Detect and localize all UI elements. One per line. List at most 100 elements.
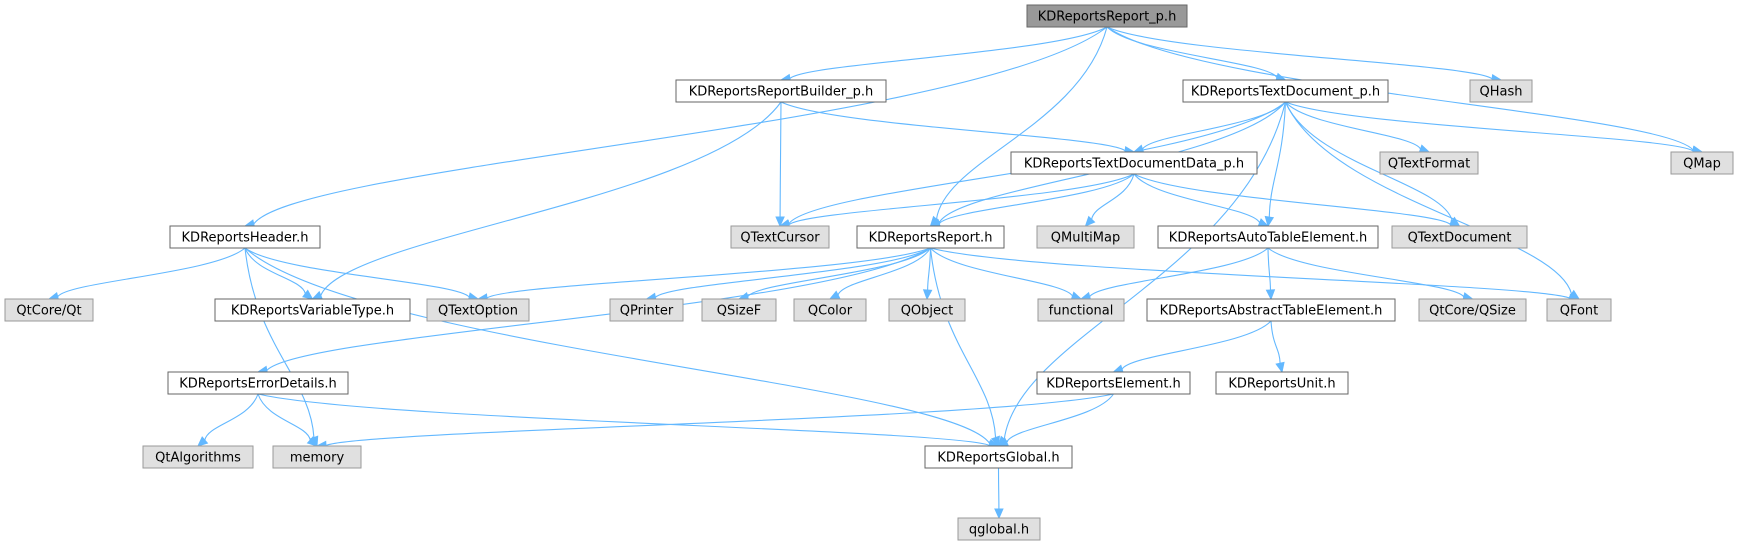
edge-arrowhead xyxy=(311,290,324,300)
edge-arrowhead xyxy=(994,508,1004,520)
edge-line xyxy=(1091,173,1135,220)
edge-header-to-qtcoreqt xyxy=(47,247,246,302)
node-qhash: QHash xyxy=(1469,79,1533,103)
node-global[interactable]: KDReportsGlobal.h xyxy=(924,445,1073,469)
edge-arrowhead xyxy=(990,435,1000,448)
node-label: KDReportsErrorDetails.h xyxy=(179,377,337,392)
edge-line xyxy=(1106,26,1493,80)
node-box xyxy=(856,225,1005,249)
node-label: QtCore/QSize xyxy=(1429,304,1516,319)
edge-textdocdata-to-autotable xyxy=(1133,173,1270,228)
node-header[interactable]: KDReportsHeader.h xyxy=(169,225,321,249)
edge-line xyxy=(788,173,1135,226)
node-box xyxy=(1670,151,1734,175)
node-box xyxy=(214,298,411,322)
edge-line xyxy=(935,26,1108,220)
edge-line xyxy=(244,247,315,438)
node-autotable[interactable]: KDReportsAutoTableElement.h xyxy=(1157,225,1379,249)
node-variabletype[interactable]: KDReportsVariableType.h xyxy=(214,298,411,322)
edge-line xyxy=(1267,247,1465,298)
edge-arrowhead xyxy=(197,436,209,447)
edge-textdocp-to-qmap xyxy=(1285,101,1704,156)
node-box xyxy=(1379,151,1479,175)
node-qsizef: QSizeF xyxy=(701,298,777,322)
node-label: KDReportsElement.h xyxy=(1046,377,1181,392)
node-qglobal: qglobal.h xyxy=(957,517,1041,541)
edge-errordetails-to-qtalgorithms xyxy=(197,393,259,447)
edge-line xyxy=(1284,101,1573,295)
node-label: KDReportsReport_p.h xyxy=(1038,10,1177,25)
dependency-nodes: KDReportsReport_p.hKDReportsReportBuilde… xyxy=(4,4,1734,541)
node-label: KDReportsHeader.h xyxy=(182,231,309,246)
node-report[interactable]: KDReportsReport.h xyxy=(856,225,1005,249)
edge-root-to-builder xyxy=(779,26,1108,84)
edge-abstracttable-to-element xyxy=(1112,320,1272,374)
node-label: KDReportsUnit.h xyxy=(1228,377,1335,392)
node-element[interactable]: KDReportsElement.h xyxy=(1036,371,1191,395)
node-box xyxy=(730,225,830,249)
node-box xyxy=(1026,4,1188,28)
node-box xyxy=(1010,151,1258,175)
node-box xyxy=(793,298,867,322)
node-box xyxy=(142,445,254,469)
edge-line xyxy=(779,101,782,218)
edge-line xyxy=(486,247,931,299)
edge-header-to-variabletype xyxy=(244,247,314,300)
node-label: QColor xyxy=(808,304,853,319)
edge-errordetails-to-memory xyxy=(257,393,318,447)
node-builder[interactable]: KDReportsReportBuilder_p.h xyxy=(675,79,887,103)
edge-line xyxy=(244,247,306,294)
node-label: QMultiMap xyxy=(1051,231,1120,246)
node-box xyxy=(1182,79,1389,103)
edge-textdocdata-to-report xyxy=(929,173,1135,229)
node-textdocdata[interactable]: KDReportsTextDocumentData_p.h xyxy=(1010,151,1258,175)
edge-report-to-qtextoption xyxy=(476,247,931,303)
node-label: KDReportsReportBuilder_p.h xyxy=(689,85,874,100)
node-label: QHash xyxy=(1480,85,1523,100)
node-textdocp[interactable]: KDReportsTextDocument_p.h xyxy=(1182,79,1389,103)
node-box xyxy=(1036,371,1191,395)
edge-arrowhead xyxy=(828,290,841,300)
node-label: QObject xyxy=(901,304,954,319)
edge-line xyxy=(1270,320,1281,364)
node-label: KDReportsTextDocument_p.h xyxy=(1191,85,1380,100)
edge-line xyxy=(837,247,931,296)
node-qprinter: QPrinter xyxy=(609,298,684,322)
edge-arrowhead xyxy=(1265,289,1276,301)
edge-line xyxy=(789,26,1108,79)
node-box xyxy=(272,445,362,469)
edge-line xyxy=(1284,101,1453,221)
edge-autotable-to-abstracttable xyxy=(1265,247,1276,301)
node-box xyxy=(1157,225,1379,249)
edge-textdocp-to-qtextformat xyxy=(1285,101,1431,154)
node-qtcoreqsize: QtCore/QSize xyxy=(1418,298,1527,322)
node-box xyxy=(1546,298,1612,322)
edge-textdocp-to-textdocdata xyxy=(1132,101,1286,154)
edge-line xyxy=(1267,247,1272,291)
node-label: QTextOption xyxy=(438,304,518,319)
node-box xyxy=(701,298,777,322)
node-qtextoption: QTextOption xyxy=(426,298,530,322)
node-abstracttable[interactable]: KDReportsAbstractTableElement.h xyxy=(1146,298,1396,322)
node-box xyxy=(1037,298,1125,322)
edge-line xyxy=(930,247,1073,297)
edge-line xyxy=(1006,393,1114,443)
node-label: memory xyxy=(290,451,345,466)
edge-line xyxy=(257,393,311,441)
node-qcolor: QColor xyxy=(793,298,867,322)
node-label: qglobal.h xyxy=(969,523,1029,538)
edge-header-to-global xyxy=(244,247,1000,449)
edge-line xyxy=(257,393,990,446)
node-label: QPrinter xyxy=(620,304,674,319)
node-qfont: QFont xyxy=(1546,298,1612,322)
edge-line xyxy=(253,26,1108,225)
edge-builder-to-variabletype xyxy=(311,101,782,300)
node-errordetails[interactable]: KDReportsErrorDetails.h xyxy=(167,371,349,395)
node-label: QtAlgorithms xyxy=(155,451,241,466)
edge-arrowhead xyxy=(775,216,785,228)
edge-line xyxy=(780,101,1126,152)
node-unit[interactable]: KDReportsUnit.h xyxy=(1215,371,1349,395)
node-root[interactable]: KDReportsReport_p.h xyxy=(1026,4,1188,28)
node-label: KDReportsAutoTableElement.h xyxy=(1169,231,1367,246)
